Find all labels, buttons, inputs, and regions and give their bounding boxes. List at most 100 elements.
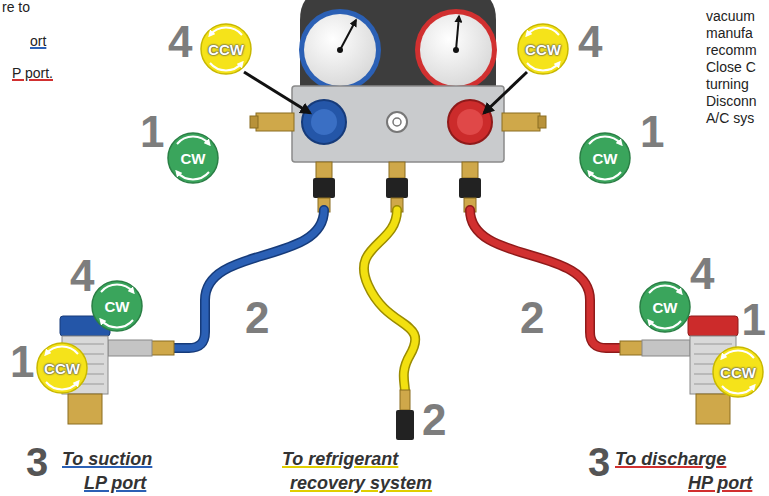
high-side-coupler — [642, 340, 690, 356]
direction-text: CCW — [200, 23, 252, 75]
high-pressure-gauge — [415, 9, 497, 91]
direction-text: CCW — [712, 346, 764, 398]
blue-hose — [172, 210, 324, 348]
note-text: re to — [2, 0, 30, 14]
circle-fill — [640, 282, 690, 332]
red-hose — [470, 210, 622, 348]
manifold-block — [256, 113, 294, 131]
low-side-valve-knob — [302, 100, 346, 144]
note-text: ort — [30, 34, 46, 48]
callout-number: 2 — [520, 296, 544, 340]
knob-pointer-arrows — [244, 72, 527, 113]
counterclockwise-circle: CCW — [200, 23, 252, 75]
note-text: recomm — [706, 43, 757, 57]
circle-fill — [518, 24, 568, 74]
note-text: manufa — [706, 26, 753, 40]
rotation-arrow — [177, 172, 209, 179]
manifold-block — [387, 112, 407, 132]
callout-number: 4 — [168, 20, 192, 64]
callout-number: 2 — [422, 398, 446, 442]
note-text: Disconn — [706, 94, 757, 108]
port-label: To discharge — [615, 450, 726, 468]
high-pressure-gauge — [415, 9, 497, 91]
rotation-arrow — [589, 172, 621, 179]
low-pressure-gauge — [340, 20, 356, 50]
gauge-housing — [300, 0, 496, 100]
direction-text: CW — [91, 280, 143, 332]
clockwise-circle: CW — [167, 132, 219, 184]
manifold-block — [250, 116, 258, 128]
low-side-coupler — [108, 340, 152, 356]
red-hose — [470, 210, 622, 348]
manifold-outlet-fittings — [386, 178, 408, 198]
direction-text: CCW — [517, 23, 569, 75]
low-side-valve-knob — [302, 100, 346, 144]
manifold-outlet-fittings — [462, 162, 478, 178]
circle-fill — [37, 343, 87, 393]
rotation-arrow — [649, 321, 681, 328]
counterclockwise-circle: CCW — [517, 23, 569, 75]
low-side-valve-knob — [311, 109, 337, 135]
manifold-outlet-fittings — [389, 162, 405, 178]
direction-text: CW — [579, 132, 631, 184]
note-text: vacuum — [706, 9, 755, 23]
rotation-arrow — [722, 351, 754, 358]
direction-text: CW — [167, 132, 219, 184]
manifold-outlet-fittings — [459, 178, 481, 198]
high-side-valve-knob — [448, 100, 492, 144]
circle-fill — [168, 133, 218, 183]
rotation-arrow — [589, 137, 621, 144]
high-pressure-gauge — [456, 16, 459, 50]
manifold-outlet-fittings — [313, 178, 335, 198]
manifold-block — [502, 113, 540, 131]
knurling — [694, 344, 732, 345]
callout-number: 1 — [140, 110, 164, 154]
manifold-block — [292, 86, 504, 162]
knurling — [66, 344, 732, 384]
gauge-housing — [300, 0, 496, 100]
port-label: HP port — [688, 474, 752, 492]
manifold-outlet-fittings — [313, 162, 481, 212]
knob-pointer-arrows — [484, 72, 527, 113]
high-pressure-gauge — [420, 14, 492, 86]
blue-hose — [172, 210, 324, 348]
rotation-arrow — [649, 286, 681, 293]
low-pressure-gauge — [299, 9, 381, 91]
note-text: P port. — [12, 66, 53, 80]
port-label: LP port — [84, 474, 146, 492]
note-text: Close C — [706, 60, 756, 74]
direction-text: CW — [639, 281, 691, 333]
high-side-coupler — [696, 394, 730, 424]
yellow-hose — [364, 210, 415, 392]
high-pressure-gauge — [453, 47, 459, 53]
low-pressure-gauge — [304, 14, 376, 86]
circle-fill — [713, 347, 763, 397]
high-side-coupler — [688, 316, 738, 336]
note-text: turning — [706, 77, 749, 91]
rotation-arrow — [210, 28, 242, 35]
rotation-arrow — [527, 28, 559, 35]
rotation-arrow — [46, 382, 78, 389]
rotation-arrow — [101, 320, 133, 327]
low-pressure-gauge — [337, 47, 343, 53]
callout-number: 4 — [578, 20, 602, 64]
direction-text: CCW — [36, 342, 88, 394]
circle-fill — [580, 133, 630, 183]
callout-number: 3 — [588, 442, 610, 482]
counterclockwise-circle: CCW — [36, 342, 88, 394]
circle-fill — [201, 24, 251, 74]
high-side-valve-knob — [448, 100, 492, 144]
blue-hose — [172, 210, 324, 348]
rotation-arrow — [46, 347, 78, 354]
callout-number: 4 — [70, 254, 94, 298]
rotation-arrow — [527, 63, 559, 70]
yellow-hose — [400, 390, 410, 410]
note-text: A/C sys — [706, 111, 754, 125]
high-side-valve-knob — [457, 109, 483, 135]
callout-number: 1 — [10, 340, 34, 384]
clockwise-circle: CW — [579, 132, 631, 184]
rotation-arrow — [722, 386, 754, 393]
clockwise-circle: CW — [91, 280, 143, 332]
yellow-hose — [396, 410, 414, 440]
